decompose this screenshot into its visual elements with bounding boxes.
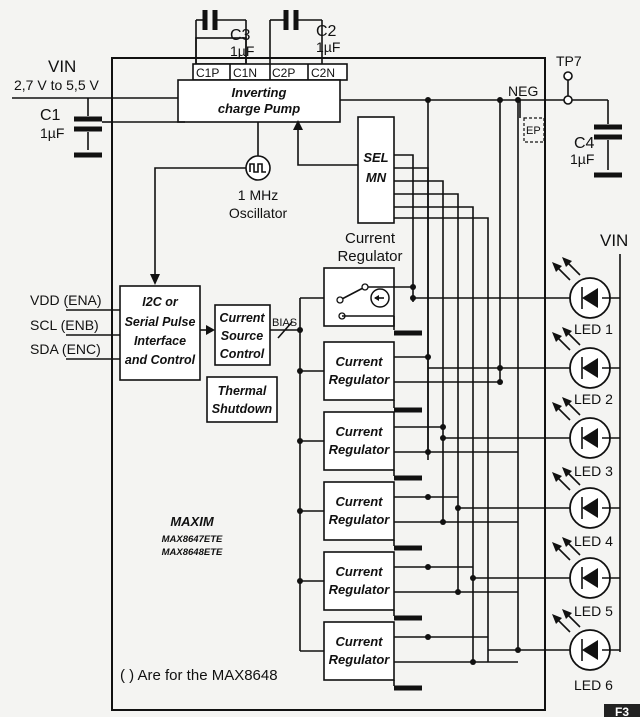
bias-taps <box>297 297 324 652</box>
i2c-line2: Serial Pulse <box>125 315 196 329</box>
led-6 <box>545 609 620 671</box>
pin-c1n: C1N <box>233 66 257 80</box>
tp7-label: TP7 <box>556 53 582 69</box>
vin-label: VIN <box>48 57 76 76</box>
i2c-interface-block <box>119 285 201 381</box>
led-4-label: LED 4 <box>574 533 613 549</box>
figure-tag-text: F3 <box>615 705 629 717</box>
current-source-control-block <box>214 304 271 366</box>
vin-range: 2,7 V to 5,5 V <box>14 77 99 93</box>
ic-package-outline <box>111 57 546 711</box>
input-sda: SDA (ENC) <box>30 341 101 357</box>
regulator-3 <box>323 411 422 481</box>
i2c-line4: and Control <box>125 353 196 367</box>
led-3-label: LED 3 <box>574 463 613 479</box>
top-regulator-line1: Current <box>345 230 396 247</box>
input-scl: SCL (ENB) <box>30 317 99 333</box>
pin-c1p: C1P <box>196 66 219 80</box>
charge-pump-line2: charge Pump <box>218 101 300 116</box>
c2-label: C2 <box>316 23 337 40</box>
regulator-output-dots <box>394 354 518 665</box>
led-2-label: LED 2 <box>574 391 613 407</box>
figure-tag <box>604 704 640 717</box>
ep-label: EP <box>526 125 541 137</box>
top-regulator-line2: Regulator <box>337 248 402 265</box>
bias-label: BIAS <box>272 317 297 329</box>
led-2 <box>545 327 620 389</box>
regulator-4-line1: Current <box>336 494 384 509</box>
regulator-2-line1: Current <box>336 354 384 369</box>
pin-c2p: C2P <box>272 66 295 80</box>
regulator-2 <box>323 341 422 413</box>
thermal-line2: Shutdown <box>212 402 273 416</box>
c3-value: 1µF <box>230 43 254 59</box>
c4-value: 1µF <box>570 151 594 167</box>
ep-pad <box>523 117 545 143</box>
led-3 <box>545 397 620 459</box>
regulator-5-line1: Current <box>336 564 384 579</box>
tp7-point <box>563 95 573 105</box>
led-1 <box>545 257 620 319</box>
pin-c2n: C2N <box>311 66 335 80</box>
oscillator-line1: 1 MHz <box>238 187 278 203</box>
led-1-label: LED 1 <box>574 321 613 337</box>
c3-label: C3 <box>230 27 251 44</box>
regulator-5-line2: Regulator <box>329 582 391 597</box>
part-number-2: MAX8648ETE <box>162 547 223 558</box>
footnote: ( ) Are for the MAX8648 <box>120 667 278 684</box>
capacitor-c2 <box>269 10 323 64</box>
led-6-label: LED 6 <box>574 677 613 693</box>
thermal-shutdown-block <box>206 376 278 423</box>
regulator-3-line2: Regulator <box>329 442 391 457</box>
regulator-6-line2: Regulator <box>329 652 391 667</box>
c1-label: C1 <box>40 107 61 124</box>
regulator-5 <box>323 551 422 621</box>
sel-line1: SEL <box>363 150 388 165</box>
thermal-line1: Thermal <box>218 384 267 398</box>
vin-right-label: VIN <box>600 231 628 250</box>
i2c-line3: Interface <box>134 334 186 348</box>
led-4 <box>545 467 620 529</box>
regulator-3-line1: Current <box>336 424 384 439</box>
sel-mn-block <box>357 116 395 224</box>
maxim-brand: MAXIM <box>170 514 215 529</box>
led-drive-wires <box>410 295 545 653</box>
neg-label: NEG <box>508 83 538 99</box>
c4-label: C4 <box>574 135 595 152</box>
regulator-2-line2: Regulator <box>329 372 391 387</box>
i2c-line1: I2C or <box>142 295 179 309</box>
c2-value: 1µF <box>316 39 340 55</box>
current-source-line1: Current <box>219 311 265 325</box>
c1-value: 1µF <box>40 125 64 141</box>
current-source-line2: Source <box>221 329 263 343</box>
input-vdd: VDD (ENA) <box>30 292 102 308</box>
led-5-label: LED 5 <box>574 603 613 619</box>
charge-pump-line1: Inverting <box>232 85 287 100</box>
led-5 <box>545 537 620 599</box>
current-source-line3: Control <box>220 347 265 361</box>
regulator-4-line2: Regulator <box>329 512 391 527</box>
sel-line2: MN <box>366 170 387 185</box>
regulator-6-line1: Current <box>336 634 384 649</box>
charge-pump-block <box>177 79 341 123</box>
part-number-1: MAX8647ETE <box>162 534 223 545</box>
oscillator-line2: Oscillator <box>229 205 288 221</box>
regulator-6 <box>323 621 422 691</box>
